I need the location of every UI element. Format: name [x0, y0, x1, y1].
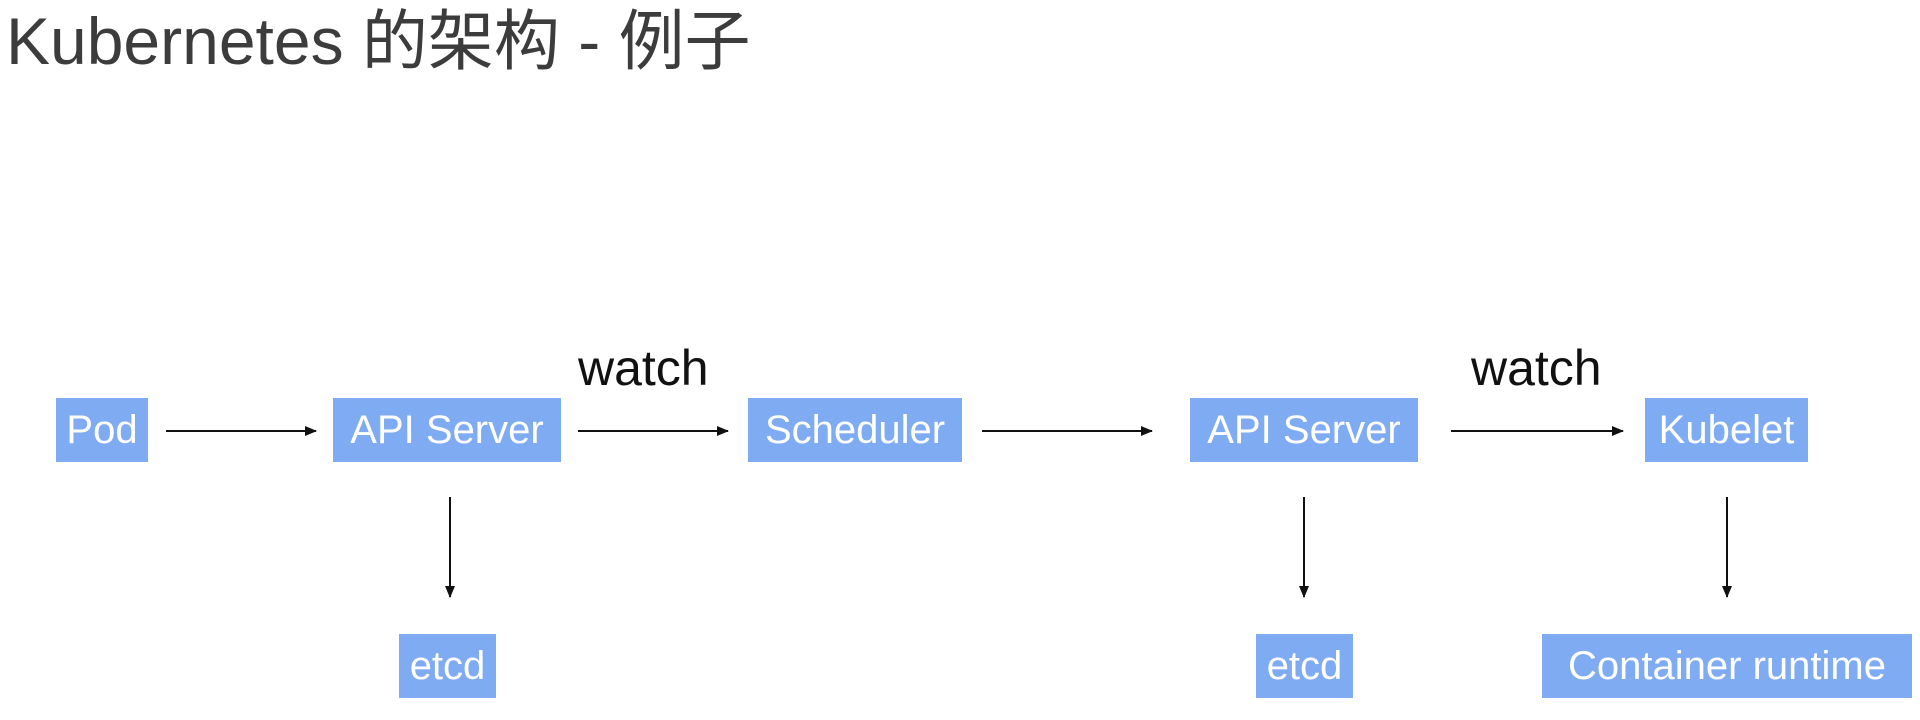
- edge-label-watch-scheduler: watch: [578, 340, 709, 396]
- node-scheduler: Scheduler: [748, 398, 962, 462]
- edge-label-watch-kubelet: watch: [1471, 340, 1602, 396]
- node-api-server-2: API Server: [1190, 398, 1418, 462]
- node-container-runtime: Container runtime: [1542, 634, 1912, 698]
- node-pod: Pod: [56, 398, 148, 462]
- node-etcd-2: etcd: [1256, 634, 1353, 698]
- node-api-server-1: API Server: [333, 398, 561, 462]
- node-etcd-1: etcd: [399, 634, 496, 698]
- node-kubelet: Kubelet: [1645, 398, 1808, 462]
- page-title: Kubernetes 的架构 - 例子: [6, 4, 751, 78]
